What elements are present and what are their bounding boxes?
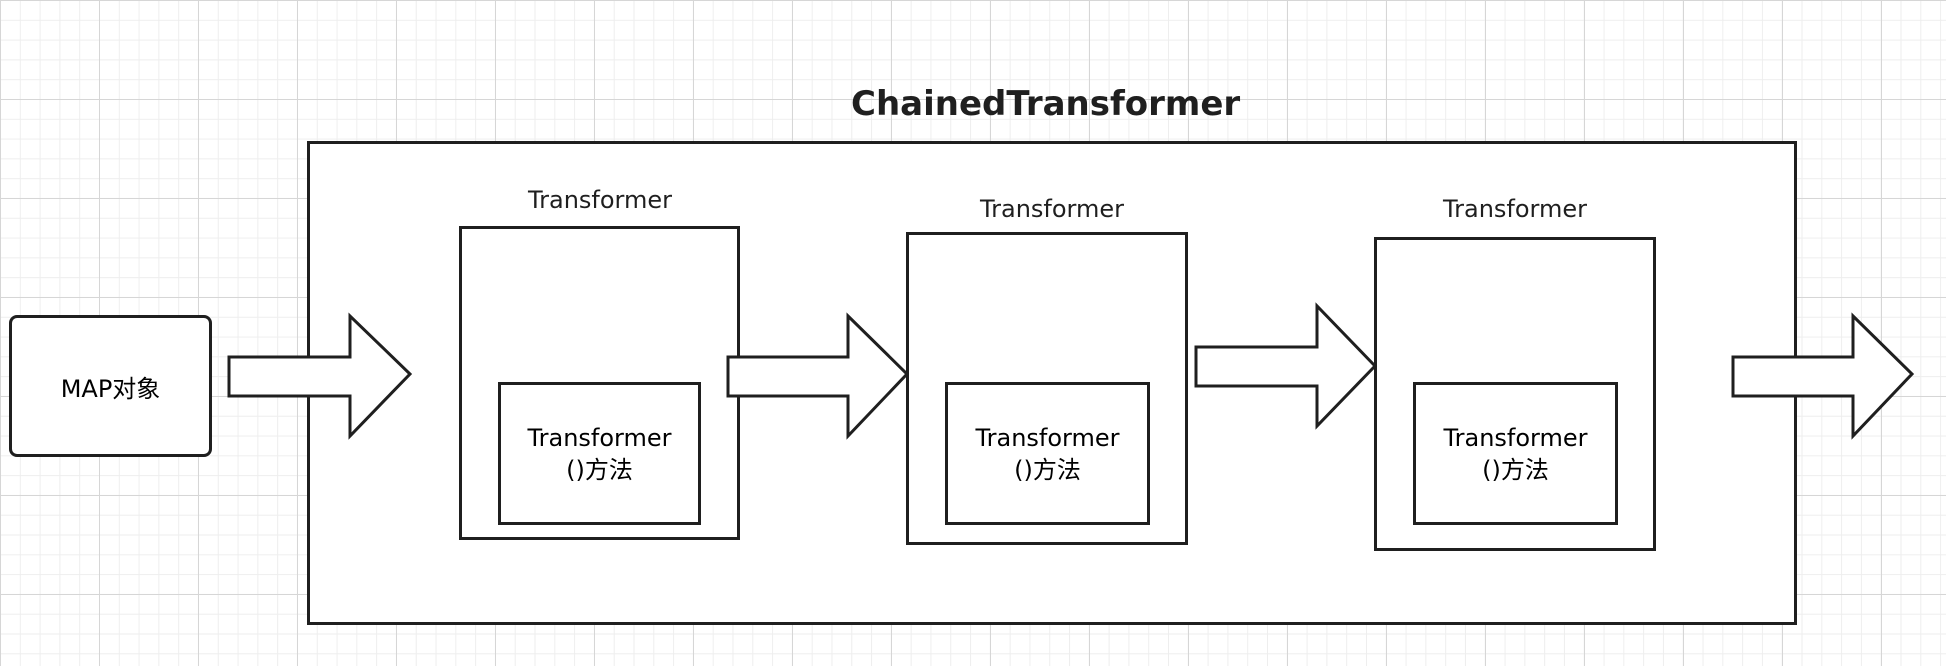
transformer-1-method-suffix: ()方法 xyxy=(566,455,633,484)
transformer-3-method-name: Transformer xyxy=(1443,423,1588,452)
transformer-2-method-name: Transformer xyxy=(975,423,1120,452)
transformer-2-method-box: Transformer ()方法 xyxy=(945,382,1150,525)
chained-transformer-title: ChainedTransformer xyxy=(851,84,1241,124)
transformer-2-caption: Transformer xyxy=(979,195,1124,223)
transformer-1-method-box: Transformer ()方法 xyxy=(498,382,701,525)
transformer-2-method-suffix: ()方法 xyxy=(1014,455,1081,484)
transformer-3-method-box: Transformer ()方法 xyxy=(1413,382,1618,525)
map-object-label: MAP对象 xyxy=(60,374,161,403)
transformer-1-caption: Transformer xyxy=(527,186,672,214)
transformer-1-method-name: Transformer xyxy=(527,423,672,452)
map-object-box: MAP对象 xyxy=(9,315,212,457)
transformer-3-caption: Transformer xyxy=(1442,195,1587,223)
transformer-3-method-suffix: ()方法 xyxy=(1482,455,1549,484)
